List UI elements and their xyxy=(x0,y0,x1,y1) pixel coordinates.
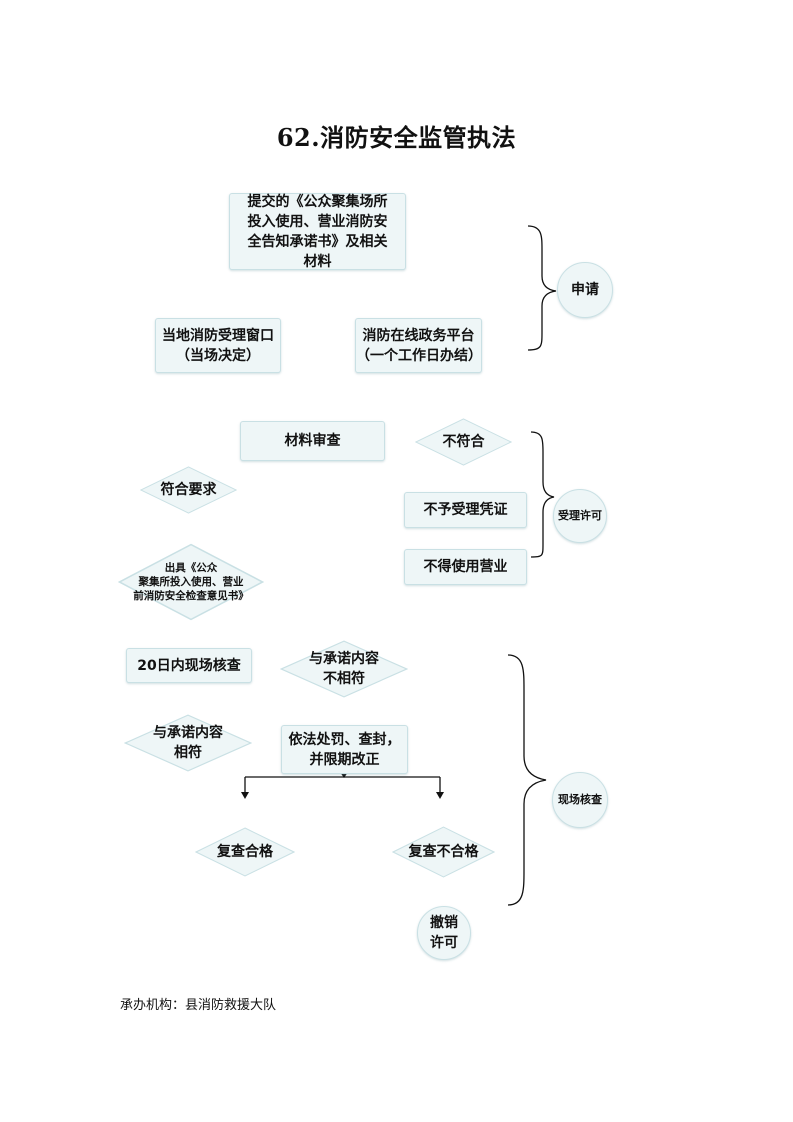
arrowhead-right xyxy=(436,792,444,799)
arrowhead-left xyxy=(241,792,249,799)
match-label: 与承诺内容 相符 xyxy=(153,725,223,761)
page-title: 62.消防安全监管执法 xyxy=(276,123,517,152)
recheck-pass-label: 复查合格 xyxy=(217,844,273,860)
recheck-fail-diamond: 复查不合格 xyxy=(392,826,495,878)
review-box: 材料审查 xyxy=(240,421,385,461)
conform-label: 符合要求 xyxy=(160,482,217,498)
not-conform-label: 不符合 xyxy=(442,434,485,450)
stage-apply: 申请 xyxy=(557,262,613,318)
issue-opinion-diamond: 出具《公众 聚集所投入使用、营业 前消防安全检查意见书》 xyxy=(118,543,264,621)
reject-certificate-box: 不予受理凭证 xyxy=(404,492,527,528)
submit-materials-box: 提交的《公众聚集场所 投入使用、营业消防安 全告知承诺书》及相关 材料 xyxy=(229,193,406,270)
revoke-circle: 撤销 许可 xyxy=(417,906,471,960)
mismatch-label: 与承诺内容 不相符 xyxy=(309,651,379,687)
penalty-box: 依法处罚、查封， 并限期改正 xyxy=(281,725,408,774)
brace-apply xyxy=(527,225,557,351)
stage-onsite: 现场核查 xyxy=(552,772,608,828)
local-window-box: 当地消防受理窗口 （当场决定） xyxy=(155,318,281,373)
brace-onsite xyxy=(507,654,547,906)
not-conform-diamond: 不符合 xyxy=(415,418,512,466)
site-check-box: 20日内现场核查 xyxy=(126,648,252,683)
footer-organization: 承办机构：县消防救援大队 xyxy=(120,998,277,1013)
issue-opinion-label: 出具《公众 聚集所投入使用、营业 前消防安全检查意见书》 xyxy=(133,562,249,602)
match-diamond: 与承诺内容 相符 xyxy=(124,714,252,772)
no-use-box: 不得使用营业 xyxy=(404,549,527,585)
recheck-pass-diamond: 复查合格 xyxy=(195,827,295,877)
online-platform-box: 消防在线政务平台 （一个工作日办结） xyxy=(355,318,482,373)
recheck-fail-label: 复查不合格 xyxy=(408,844,479,860)
brace-accept xyxy=(530,431,555,558)
stage-accept: 受理许可 xyxy=(553,489,607,543)
conform-diamond: 符合要求 xyxy=(140,466,237,514)
mismatch-diamond: 与承诺内容 不相符 xyxy=(280,640,408,698)
